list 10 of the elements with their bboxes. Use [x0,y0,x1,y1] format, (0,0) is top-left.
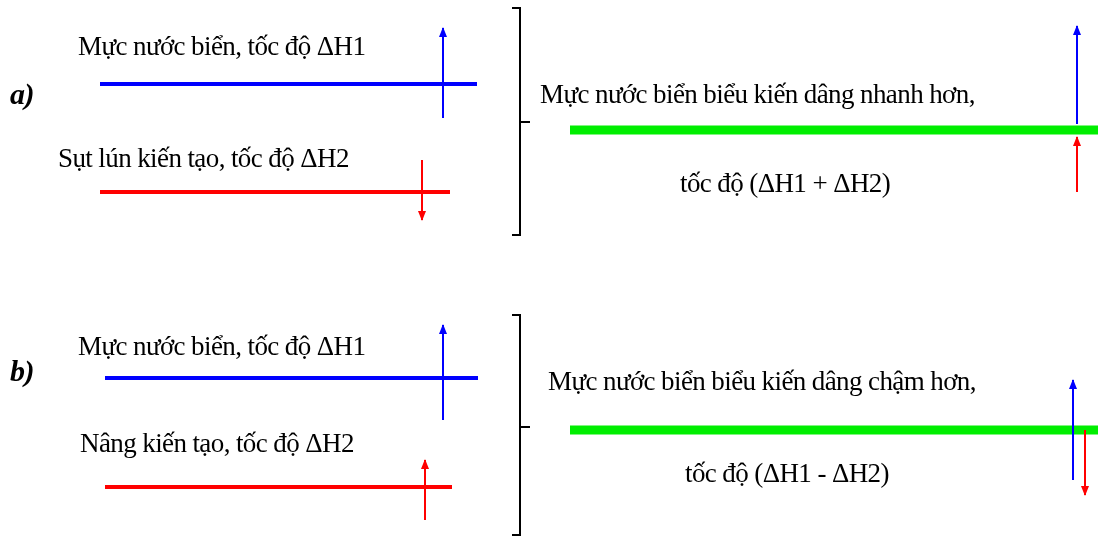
caption-text: Sụt lún kiến tạo, tốc độ ΔH2 [58,142,349,174]
caption-text: tốc độ (ΔH1 + ΔH2) [680,167,891,199]
panel-label: b) [10,355,34,387]
caption-text: Mực nước biển, tốc độ ΔH1 [78,30,366,62]
caption-text: Mực nước biển, tốc độ ΔH1 [78,330,366,362]
caption-text: Nâng kiến tạo, tốc độ ΔH2 [80,427,354,459]
panel-label: a) [10,78,34,110]
caption-text: tốc độ (ΔH1 - ΔH2) [685,457,889,489]
caption-text: Mực nước biển biểu kiến dâng nhanh hơn, [540,78,975,110]
caption-text: Mực nước biển biểu kiến dâng chậm hơn, [548,365,976,397]
